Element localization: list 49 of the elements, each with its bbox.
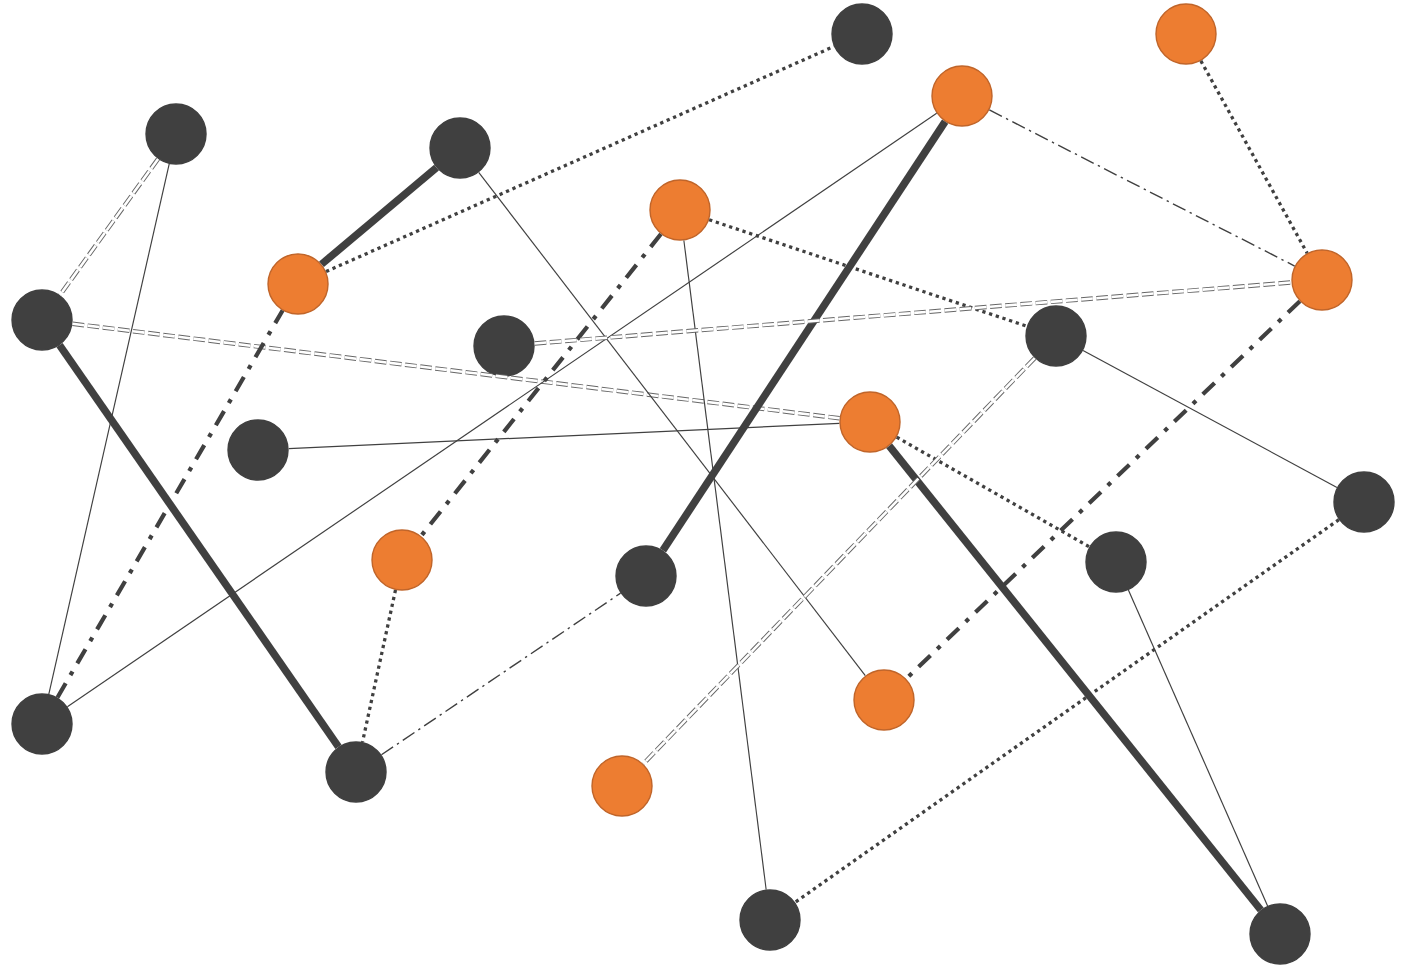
connector-line: [55, 309, 285, 699]
circle-node: [429, 117, 491, 179]
connector-line: [1082, 349, 1338, 488]
circle-node: [839, 391, 901, 453]
connector-line: [288, 422, 840, 450]
connector-line: [534, 280, 1292, 346]
circle-node: [371, 529, 433, 591]
connector-line: [72, 321, 840, 421]
circle-node: [739, 889, 801, 951]
circle-node: [227, 419, 289, 481]
circle-node: [11, 289, 73, 351]
circle-node: [325, 741, 387, 803]
circle-node: [1291, 249, 1353, 311]
circle-node: [473, 315, 535, 377]
circle-node: [615, 545, 677, 607]
connector-line: [419, 232, 663, 538]
connector-line: [641, 356, 1037, 766]
connector-line: [904, 299, 1302, 681]
circle-node: [591, 755, 653, 817]
connector-line: [48, 163, 170, 695]
circle-node: [1085, 531, 1147, 593]
connector-line: [325, 44, 835, 274]
circle-node: [831, 3, 893, 65]
circle-node: [1249, 903, 1311, 965]
connector-line: [1199, 60, 1309, 254]
connector-line: [319, 164, 439, 268]
circle-node: [267, 253, 329, 315]
connector-line: [478, 171, 866, 677]
connector-line: [895, 435, 1091, 549]
circle-node: [145, 103, 207, 165]
connector-line: [708, 218, 1028, 328]
circle-node: [11, 693, 73, 755]
connector-line: [58, 157, 160, 297]
circle-node: [853, 669, 915, 731]
connector-line: [988, 109, 1296, 267]
connector-line: [66, 112, 938, 708]
circle-node: [1333, 471, 1395, 533]
connector-line: [1127, 589, 1269, 907]
connector-line: [380, 592, 622, 756]
connector-line: [683, 239, 767, 891]
circle-node: [1025, 305, 1087, 367]
connector-line: [659, 119, 949, 553]
circle-node: [649, 179, 711, 241]
connector-line: [794, 518, 1340, 904]
circle-node: [931, 65, 993, 127]
connector-line: [360, 589, 398, 743]
connector-line: [886, 443, 1264, 913]
connector-line: [56, 343, 342, 749]
circle-node: [1155, 3, 1217, 65]
